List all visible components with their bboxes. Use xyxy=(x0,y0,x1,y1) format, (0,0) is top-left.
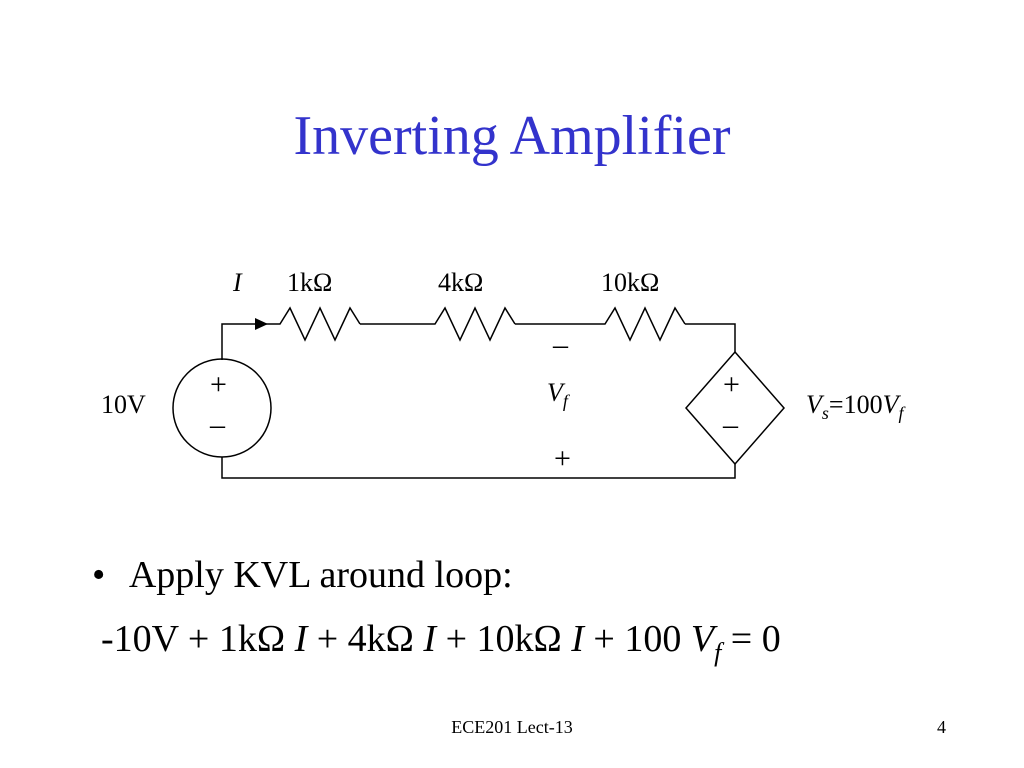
resistor-4k-symbol xyxy=(425,306,516,342)
current-label: I xyxy=(233,268,242,297)
vf-main: V xyxy=(547,378,563,407)
resistor-1k-label: 1kΩ xyxy=(287,268,333,297)
eq-part-1: -10V + 1kΩ xyxy=(101,618,295,660)
bullet-marker: • xyxy=(92,554,106,596)
resistor-1k-symbol xyxy=(270,306,361,342)
bullet-text: Apply KVL around loop: xyxy=(128,554,513,596)
eq-current-3: I xyxy=(571,618,584,660)
page-number: 4 xyxy=(937,717,946,737)
eq-part-5: = 0 xyxy=(721,618,781,660)
eq-vf: V xyxy=(690,618,715,660)
vs-mid: =100 xyxy=(828,390,883,419)
slide-footer: ECE201 Lect-13 xyxy=(451,717,573,737)
source-plus: + xyxy=(210,368,227,401)
wire-bottom xyxy=(221,457,736,479)
kvl-equation: -10V + 1kΩ I + 4kΩ I + 10kΩ I + 100 Vf =… xyxy=(101,617,781,667)
current-arrow-icon xyxy=(255,318,268,330)
resistor-4k-label: 4kΩ xyxy=(438,268,484,297)
bullet-item: • Apply KVL around loop: xyxy=(92,553,513,597)
source-minus: – xyxy=(210,408,225,441)
vf-sub: f xyxy=(562,391,568,411)
dependent-source-minus: – xyxy=(723,408,738,441)
vs-main: V xyxy=(806,390,822,419)
eq-part-3: + 10kΩ xyxy=(436,618,572,660)
resistor-10k-symbol xyxy=(595,306,686,342)
dependent-source-plus: + xyxy=(723,368,740,401)
vf-plus: + xyxy=(554,442,571,475)
vf-label: Vf xyxy=(547,378,568,411)
vs-v-sub: f xyxy=(898,403,904,423)
resistor-10k-label: 10kΩ xyxy=(601,268,660,297)
vs-v: V xyxy=(882,390,899,419)
eq-part-2: + 4kΩ xyxy=(307,618,424,660)
wire-top-right xyxy=(685,323,736,352)
vf-minus: – xyxy=(553,328,568,361)
wire-top-left xyxy=(221,323,270,360)
source-voltage-label: 10V xyxy=(101,390,146,419)
eq-part-4: + 100 xyxy=(583,618,691,660)
eq-vf-sub: f xyxy=(714,638,722,667)
vs-sub: s xyxy=(821,403,829,423)
eq-current-2: I xyxy=(423,618,437,660)
eq-current-1: I xyxy=(294,618,308,660)
dependent-source-label: Vs=100Vf xyxy=(806,390,904,423)
slide-title: Inverting Amplifier xyxy=(293,105,731,167)
